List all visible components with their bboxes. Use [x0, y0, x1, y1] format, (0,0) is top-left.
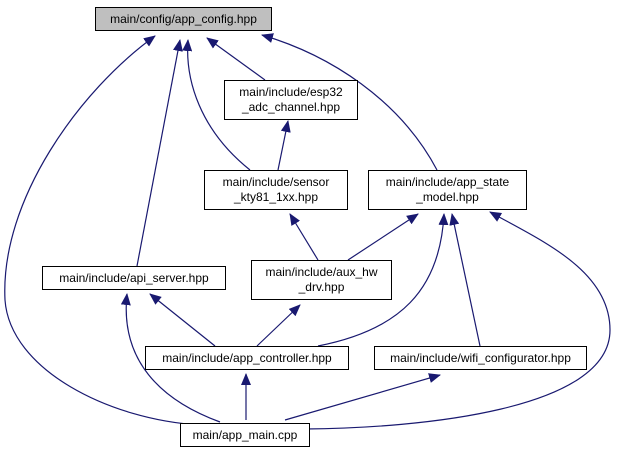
edge-aux-to-app-state: [347, 213, 419, 261]
edge-app-main-to-app-config: [4, 35, 201, 426]
edge-sensor-to-app-config: [182, 39, 251, 171]
edge-app-main-to-app-state: [304, 211, 611, 430]
node-esp32-line-2: _adc_channel.hpp: [241, 100, 341, 114]
node-app-config: main/config/app_config.hpp: [95, 7, 272, 31]
node-aux-line-2: _drv.hpp: [298, 280, 345, 294]
edge-app-state-to-app-config: [261, 33, 438, 171]
node-app-main-line-1: main/app_main.cpp: [192, 427, 298, 442]
edge-controller-to-aux: [256, 304, 301, 347]
edge-aux-to-sensor: [289, 213, 319, 261]
node-app-state-line-2: _model.hpp: [416, 190, 479, 204]
node-api-server[interactable]: main/include/api_server.hpp: [42, 266, 226, 290]
edge-wifi-to-app-state: [449, 213, 481, 347]
node-app-config-line-1: main/config/app_config.hpp: [110, 11, 257, 26]
node-wifi-configurator[interactable]: main/include/wifi_configurator.hpp: [374, 346, 587, 370]
edge-controller-to-app-state: [317, 213, 449, 347]
node-esp32-line-1: main/include/esp32: [239, 85, 343, 99]
node-app-state-line-1: main/include/app_state: [385, 175, 510, 189]
edge-controller-to-api-server: [149, 293, 216, 347]
edge-api-server-to-app-config: [136, 39, 183, 267]
node-app-main[interactable]: main/app_main.cpp: [180, 423, 310, 447]
node-app-controller-line-1: main/include/app_controller.hpp: [162, 350, 332, 365]
node-wifi-line-1: main/include/wifi_configurator.hpp: [390, 350, 571, 365]
node-esp32-adc-channel[interactable]: main/include/esp32 _adc_channel.hpp: [224, 80, 358, 120]
node-sensor-kty81[interactable]: main/include/sensor _kty81_1xx.hpp: [204, 170, 348, 210]
edge-sensor-to-esp32: [277, 120, 291, 171]
edge-esp32-to-app-config: [206, 37, 266, 81]
node-app-controller[interactable]: main/include/app_controller.hpp: [145, 346, 349, 370]
edge-app-main-to-api-server: [120, 293, 221, 423]
node-sensor-line-2: _kty81_1xx.hpp: [233, 190, 319, 204]
node-aux-hw-drv[interactable]: main/include/aux_hw _drv.hpp: [251, 260, 392, 300]
node-aux-line-1: main/include/aux_hw: [265, 265, 378, 279]
edge-app-main-to-wifi: [284, 373, 441, 421]
node-sensor-line-1: main/include/sensor: [222, 175, 330, 189]
node-app-state-model[interactable]: main/include/app_state _model.hpp: [368, 170, 527, 210]
node-api-server-line-1: main/include/api_server.hpp: [59, 270, 209, 285]
